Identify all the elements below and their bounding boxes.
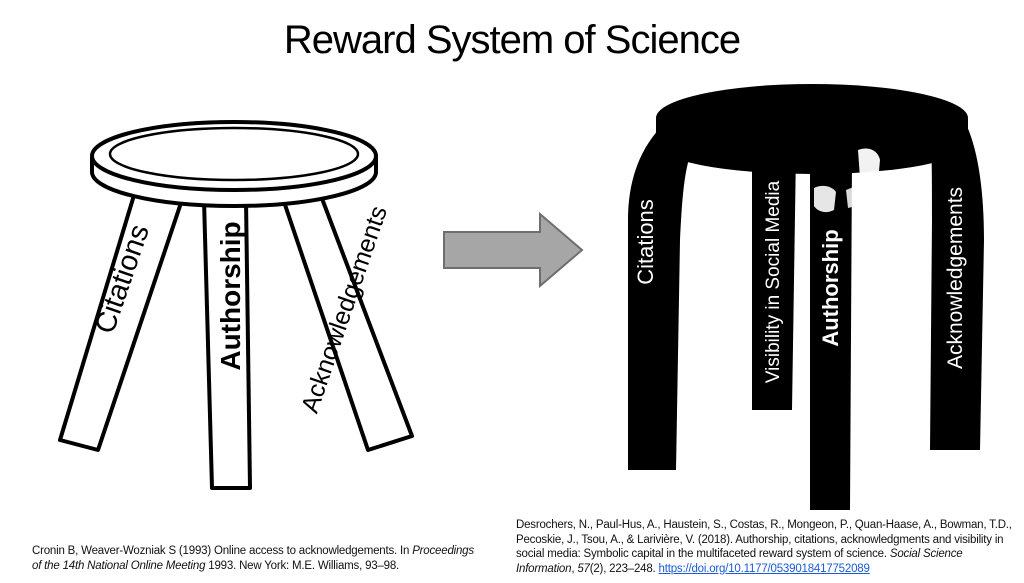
left-leg-label-authorship: Authorship: [215, 221, 246, 370]
doi-link[interactable]: https://doi.org/10.1177/0539018417752089: [658, 562, 870, 575]
right-leg-label-citations: Citations: [633, 199, 658, 285]
reference-desrochers-journal: Social Science Information: [516, 548, 963, 575]
reference-desrochers-pages: (2), 223–248.: [589, 562, 659, 575]
reference-desrochers-sep: ,: [571, 562, 578, 575]
reference-cronin-text: Cronin B, Weaver-Wozniak S (1993) Online…: [32, 545, 413, 557]
reference-desrochers-text: Desrochers, N., Paul-Hus, A., Haustein, …: [516, 519, 1012, 560]
right-stool-leg-authorship: [810, 160, 852, 510]
reference-desrochers: Desrochers, N., Paul-Hus, A., Haustein, …: [516, 518, 1016, 576]
left-stool-seat-top: [90, 120, 378, 192]
slide-title: Reward System of Science: [283, 18, 741, 62]
right-leg-label-acknowledgements: Acknowledgements: [944, 187, 967, 369]
right-stool-leg-citations: [628, 128, 700, 470]
reference-cronin-proceedings: Proceedings of the 14th National Online …: [32, 545, 474, 572]
right-leg-label-authorship: Authorship: [818, 229, 843, 346]
right-stool-leg-visibility: [752, 150, 796, 410]
right-leg-label-visibility: Visibility in Social Media: [763, 180, 784, 383]
reference-desrochers-volume: 57: [577, 562, 590, 575]
reference-cronin: Cronin B, Weaver-Wozniak S (1993) Online…: [32, 544, 482, 573]
right-stool-leg-acknowledgements: [930, 120, 984, 450]
reference-cronin-publisher: 1993. New York: M.E. Williams, 93–98.: [205, 559, 400, 572]
